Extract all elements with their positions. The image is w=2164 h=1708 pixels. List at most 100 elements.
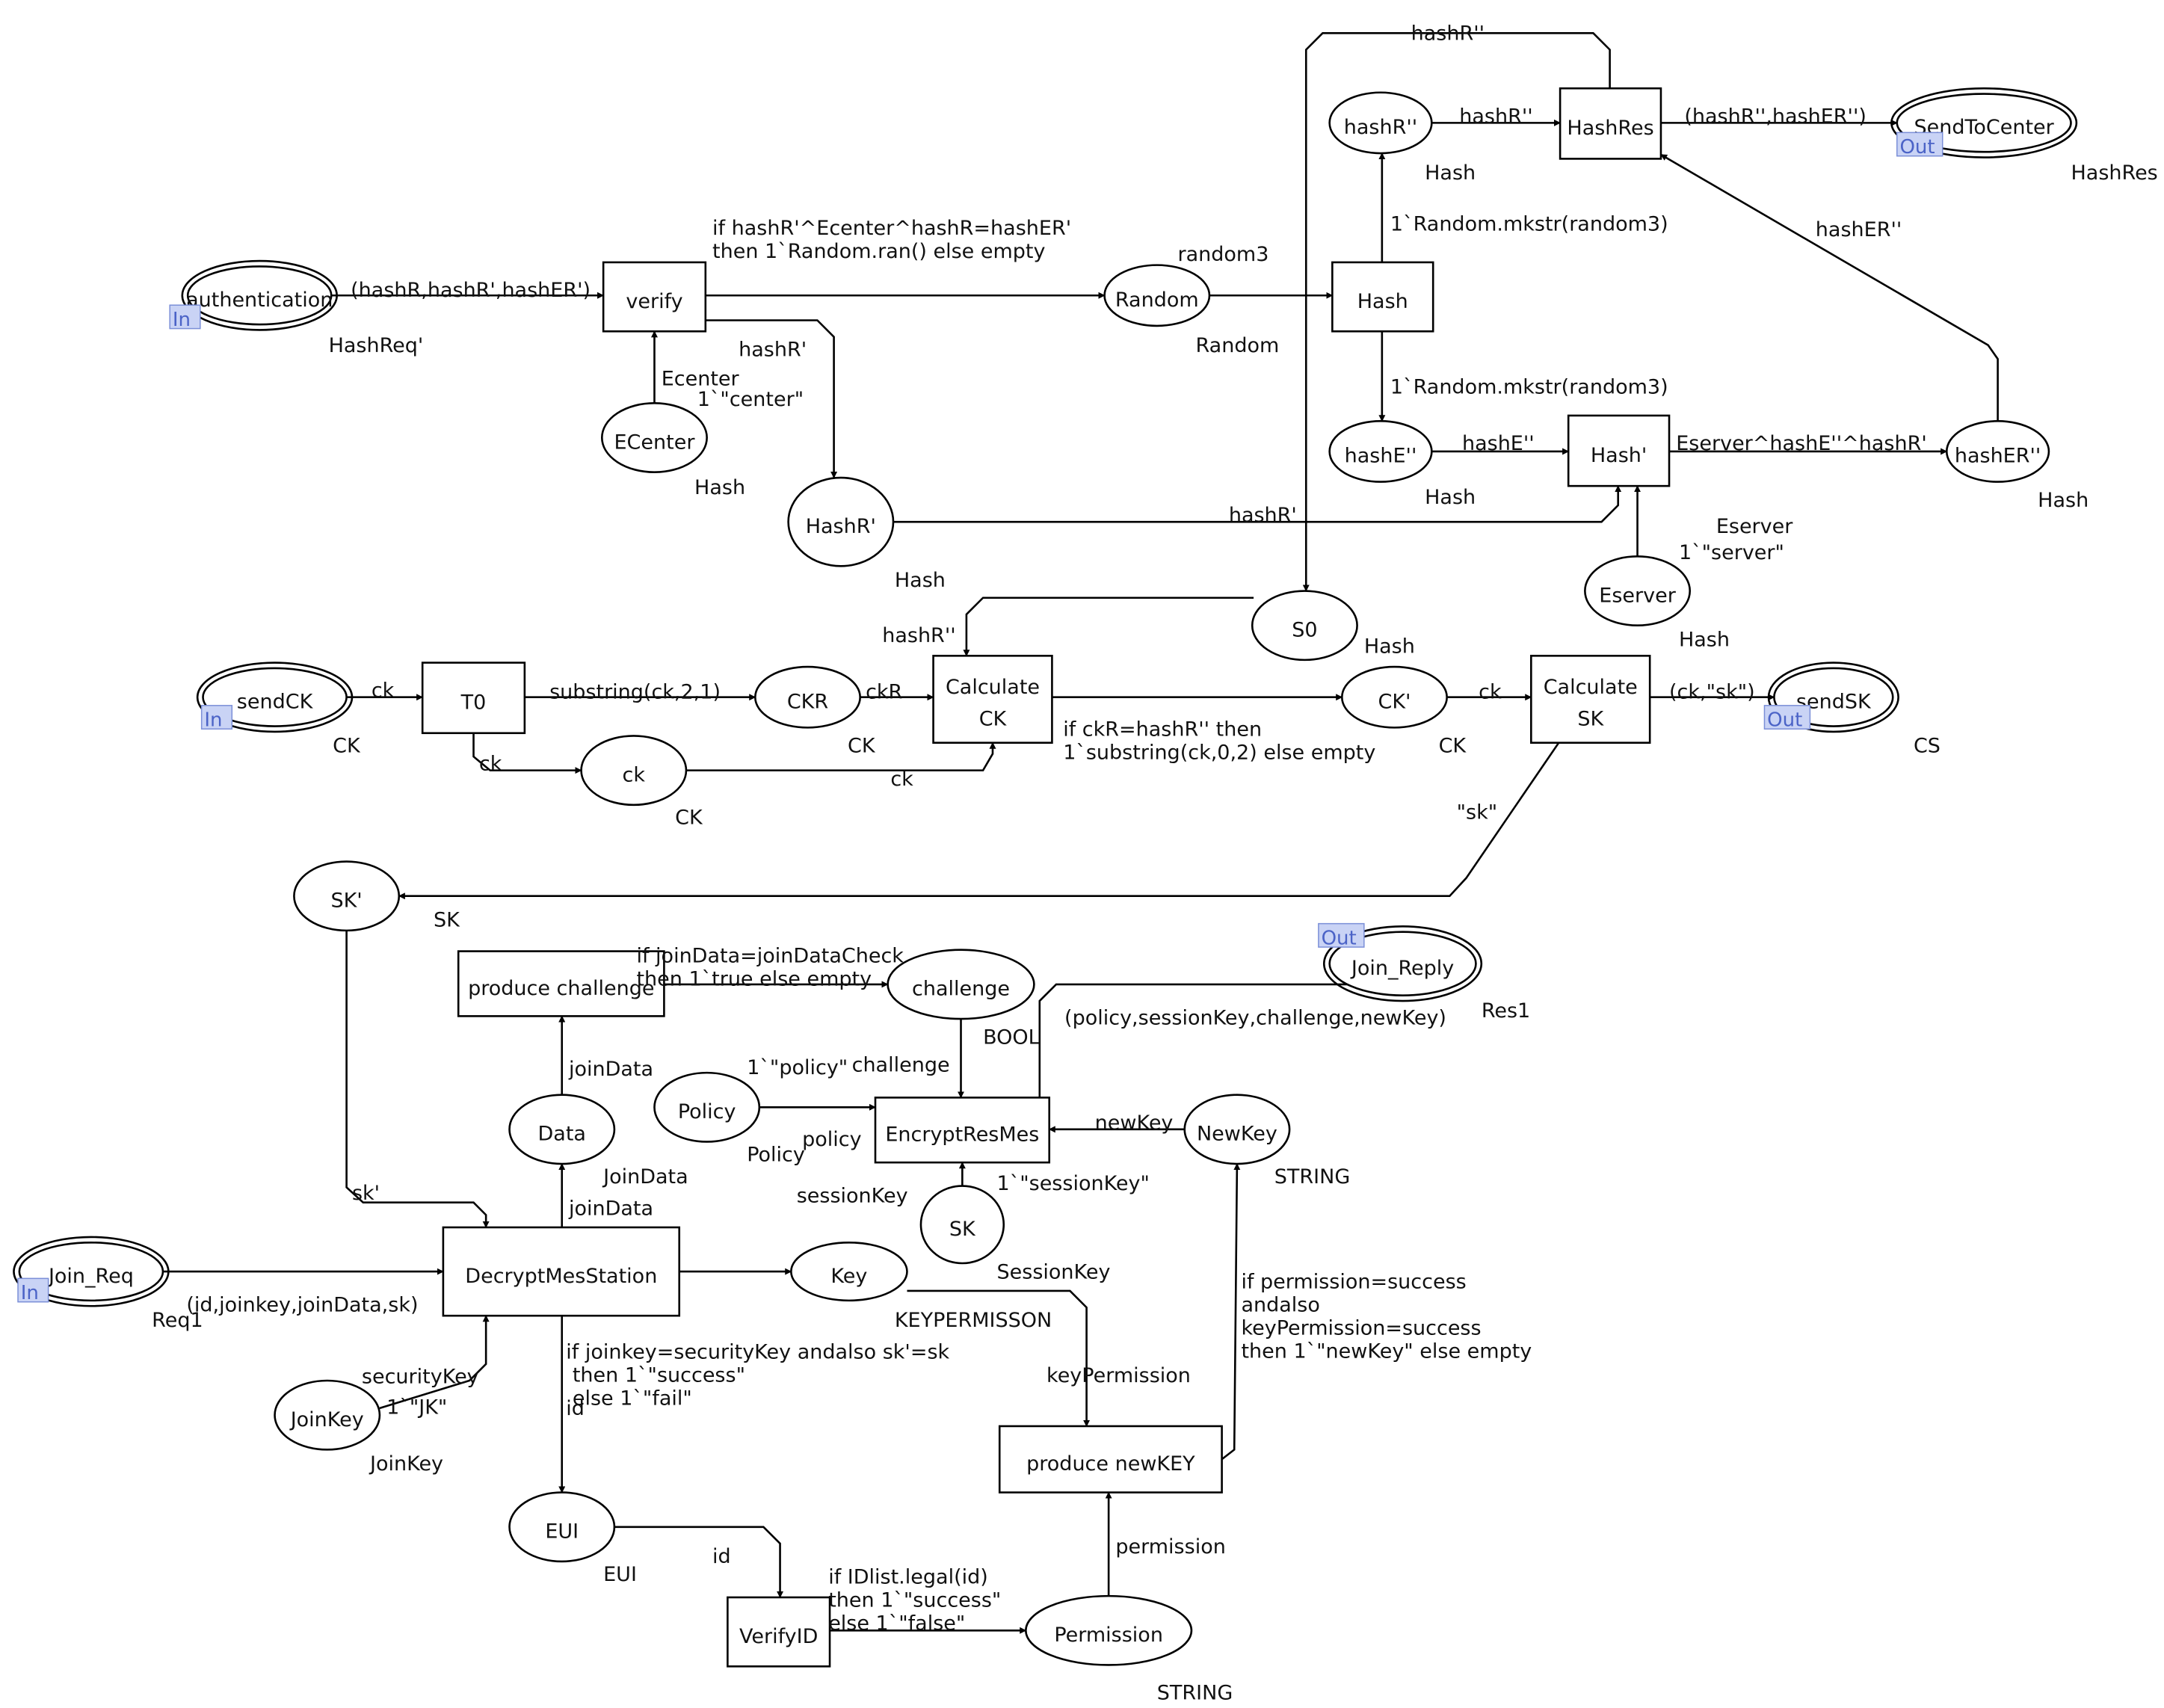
place-sendCK[interactable]: sendCK (196, 662, 354, 733)
place-ck[interactable]: ck (580, 735, 688, 807)
place-skp[interactable]: SK' (293, 860, 401, 932)
transition-produceNewKey[interactable]: produce newKEY (998, 1425, 1223, 1493)
place-challenge[interactable]: challenge (887, 949, 1035, 1020)
transition-verifyID[interactable]: VerifyID (727, 1596, 831, 1668)
port-tag-sendToCenter: Out (1896, 132, 1943, 158)
place-label: Permission (1054, 1624, 1163, 1647)
arc-inscription-a_sendCK_t0: ck (372, 679, 395, 703)
transition-produceChallenge[interactable]: produce challenge (457, 950, 665, 1017)
place-shape (600, 402, 708, 473)
place-authentication[interactable]: authentication (181, 259, 338, 331)
initial-marking-m_joinKey: 1`"JK" (386, 1396, 447, 1419)
place-type-hashEpp: Hash (1425, 486, 1476, 509)
place-type-skp: SK (434, 908, 460, 931)
arc-a_key_produceNewKey (907, 1289, 1091, 1427)
arc-a_hashERpp_hashRes (1660, 153, 1999, 422)
transition-label: produce challenge (468, 977, 654, 1000)
place-type-ecenter: Hash (694, 476, 745, 499)
initial-marking-m_policy: 1`"policy" (747, 1056, 848, 1079)
place-label: S0 (1292, 618, 1317, 641)
transition-shape (1331, 261, 1434, 333)
port-tag-label: In (204, 709, 222, 732)
place-hashRpp[interactable]: hashR'' (1328, 91, 1433, 155)
port-ring (1890, 87, 2078, 158)
arc-inscription-a_ecenter_verify: Ecenter (662, 367, 740, 390)
place-type-joinKey: JoinKey (369, 1452, 443, 1476)
place-label: Random (1115, 289, 1199, 312)
transition-hash[interactable]: Hash (1331, 261, 1434, 333)
place-data[interactable]: Data (508, 1094, 616, 1165)
transition-decryptMesStation[interactable]: DecryptMesStation (442, 1226, 681, 1317)
place-newKey[interactable]: NewKey (1183, 1094, 1291, 1165)
port-tag-sendSK: Out (1763, 705, 1811, 732)
place-ckr[interactable]: CKR (754, 665, 861, 729)
place-eui[interactable]: EUI (508, 1491, 616, 1563)
place-shape (18, 1242, 164, 1302)
place-label: Key (830, 1265, 867, 1288)
port-tag-label: In (173, 309, 191, 331)
place-joinReply[interactable]: Join_Reply (1322, 925, 1483, 1002)
place-ckp[interactable]: CK' (1340, 665, 1448, 729)
place-permission[interactable]: Permission (1025, 1594, 1193, 1666)
transition-label: EncryptResMes (885, 1123, 1039, 1147)
transition-label: verify (626, 290, 682, 313)
place-label: NewKey (1197, 1123, 1277, 1146)
transition-label: Calculate (946, 676, 1040, 699)
arc-inscription-a_permission_produceNewKey: permission (1115, 1535, 1225, 1559)
place-skSession[interactable]: SK (919, 1185, 1005, 1265)
place-label: ck (623, 763, 646, 786)
arc-inscription-a_auth_verify: (hashR,hashR',hashER') (351, 279, 591, 302)
place-hashERpp[interactable]: hashER'' (1945, 420, 2050, 483)
place-shape (1025, 1594, 1193, 1666)
arc-inscription-a_hashRes_s0: hashR'' (1411, 22, 1485, 46)
transition-shape (1567, 414, 1671, 487)
arc-inscription-a_ck_calcCK: ck (890, 768, 913, 791)
place-ecenter[interactable]: ECenter (600, 402, 708, 473)
place-shape (1251, 590, 1358, 662)
transition-label: Hash (1357, 290, 1408, 313)
place-joinKey[interactable]: JoinKey (274, 1379, 381, 1451)
arc-a_s0_calcCK (963, 596, 1254, 657)
arc-inscription-a_eui_verifyID: id (712, 1545, 731, 1568)
place-joinReq[interactable]: Join_Req (13, 1236, 170, 1307)
arc-inscription-a_hash_hashRpp: 1`Random.mkstr(random3) (1390, 212, 1668, 235)
transition-label: produce newKEY (1026, 1452, 1195, 1476)
place-type-policy: Policy (747, 1143, 805, 1166)
arc-a_ck_calcCK (685, 742, 996, 771)
transition-verify[interactable]: verify (602, 261, 707, 333)
place-label: hashR'' (1344, 116, 1417, 139)
place-s0[interactable]: S0 (1251, 590, 1358, 662)
place-label: SK (949, 1218, 976, 1241)
place-policy[interactable]: Policy (653, 1071, 761, 1143)
arc-inscription-a_s0_calcCK: hashR'' (882, 624, 955, 647)
transition-hashP[interactable]: Hash' (1567, 414, 1671, 487)
place-label: hashER'' (1955, 445, 2041, 468)
place-eserver[interactable]: Eserver (1584, 555, 1692, 626)
place-random[interactable]: Random (1103, 264, 1211, 327)
place-shape (1328, 420, 1433, 483)
place-type-newKey: STRING (1274, 1165, 1350, 1188)
place-label: Join_Reply (1350, 957, 1454, 980)
transition-encryptResMes[interactable]: EncryptResMes (874, 1097, 1051, 1164)
place-type-key: KEYPERMISSON (895, 1309, 1052, 1332)
port-tag-joinReply: Out (1318, 922, 1365, 949)
arc-inscription-a_hash_hashEpp: 1`Random.mkstr(random3) (1390, 375, 1668, 398)
arc-inscription-a_data_produce: joinData (568, 1058, 653, 1081)
transition-hashRes[interactable]: HashRes (1559, 87, 1662, 160)
transition-label: Calculate (1544, 676, 1638, 699)
initial-marking-m_ecenter: 1`"center" (697, 388, 804, 411)
arc-inscription-a_decrypt_eui: if joinkey=securityKey andalso sk'=sk th… (566, 1340, 949, 1410)
transition-label-line2: SK (1577, 708, 1604, 731)
arc-a_joinKey_decrypt (379, 1315, 490, 1410)
place-hashRp[interactable]: HashR' (787, 476, 895, 567)
place-type-ck: CK (675, 807, 703, 830)
place-type-eserver: Hash (1679, 628, 1730, 651)
place-hashEpp[interactable]: hashE'' (1328, 420, 1433, 483)
arc-a_skp_decrypt (345, 930, 490, 1228)
transition-t0[interactable]: T0 (421, 662, 526, 735)
place-key[interactable]: Key (790, 1242, 908, 1302)
